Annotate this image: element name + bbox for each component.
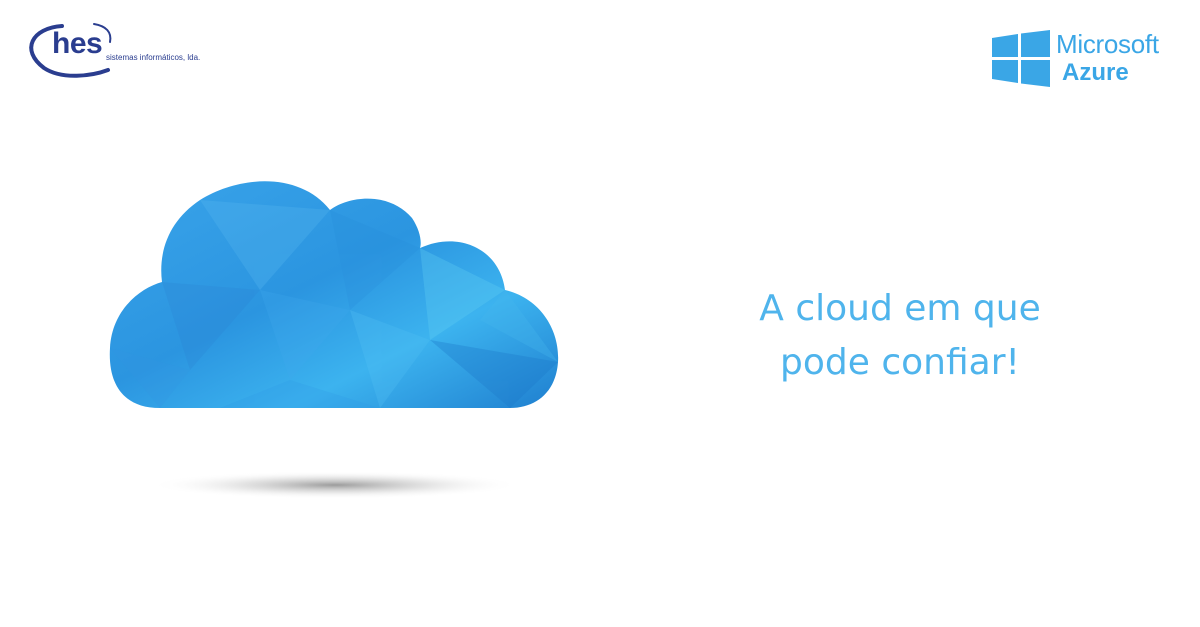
hes-logo: hes sistemas informáticos, lda. [22,20,242,82]
microsoft-azure-logo: Microsoft Azure [990,28,1185,90]
azure-logo-microsoft-text: Microsoft [1056,29,1159,59]
hes-wordmark: hes [52,27,103,60]
headline-line-1: A cloud em que [759,288,1041,329]
windows-logo-icon [992,30,1050,87]
swoosh-icon [29,23,112,78]
headline: A cloud em que pode confiar! [680,282,1120,390]
hes-tagline: sistemas informáticos, lda. [106,53,201,62]
cloud-shadow [150,471,520,499]
cloud-icon [109,181,559,408]
headline-line-2: pode confiar! [780,342,1020,383]
azure-logo-azure-text: Azure [1062,59,1129,86]
